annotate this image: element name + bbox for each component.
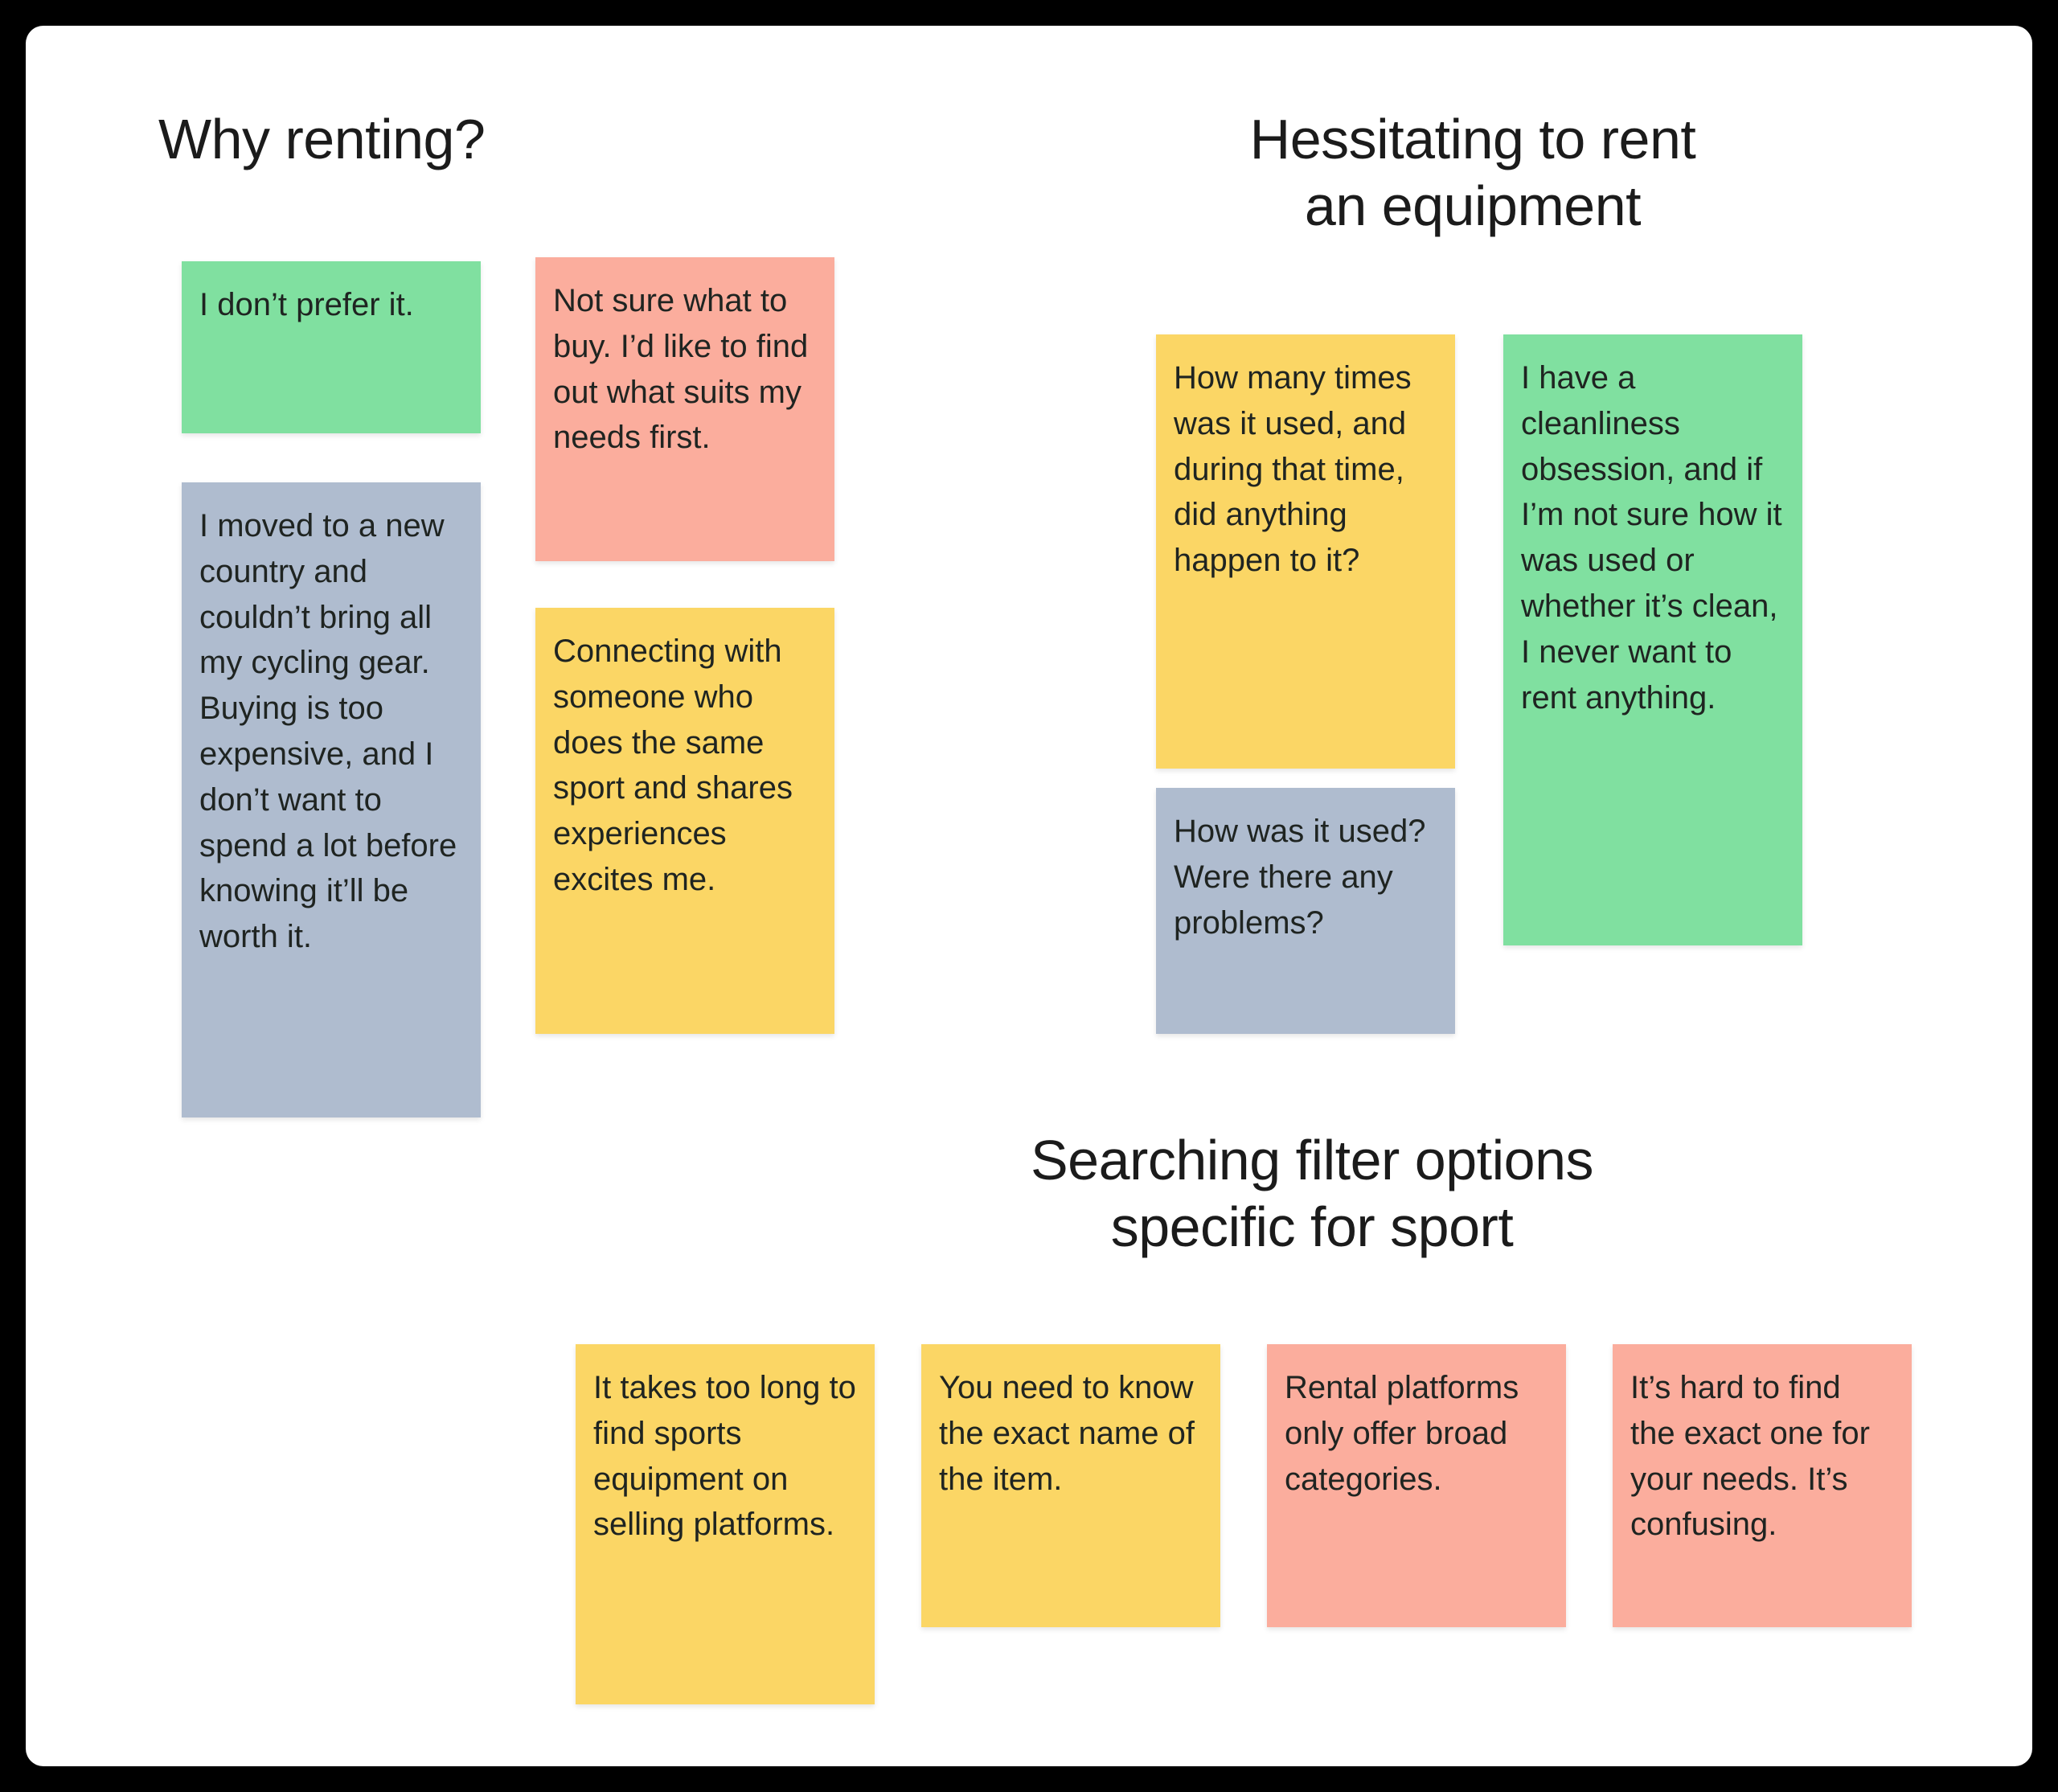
sticky-note-broad-categories[interactable]: Rental platforms only offer broad catego… [1267,1344,1566,1627]
section-title-why-renting: Why renting? [158,108,486,170]
sticky-note-cleanliness[interactable]: I have a cleanliness obsession, and if I… [1503,334,1802,945]
sticky-note-how-was-used[interactable]: How was it used? Were there any problems… [1156,788,1455,1034]
sticky-note-dont-prefer[interactable]: I don’t prefer it. [182,261,481,433]
sticky-note-not-sure-buy[interactable]: Not sure what to buy. I’d like to find o… [535,257,834,561]
sticky-note-hard-to-find[interactable]: It’s hard to find the exact one for your… [1613,1344,1912,1627]
section-title-hesitating-to-rent: Hessitating to rent an equipment [1249,108,1696,237]
sticky-note-takes-too-long[interactable]: It takes too long to find sports equipme… [576,1344,875,1704]
sticky-note-connecting[interactable]: Connecting with someone who does the sam… [535,608,834,1034]
sticky-note-moved-country[interactable]: I moved to a new country and couldn’t br… [182,482,481,1117]
whiteboard-canvas: Why renting? I don’t prefer it. I moved … [26,26,2032,1766]
sticky-note-how-many-times[interactable]: How many times was it used, and during t… [1156,334,1455,769]
sticky-note-exact-name[interactable]: You need to know the exact name of the i… [921,1344,1220,1627]
section-title-searching-filter-options: Searching filter options specific for sp… [1030,1129,1594,1258]
